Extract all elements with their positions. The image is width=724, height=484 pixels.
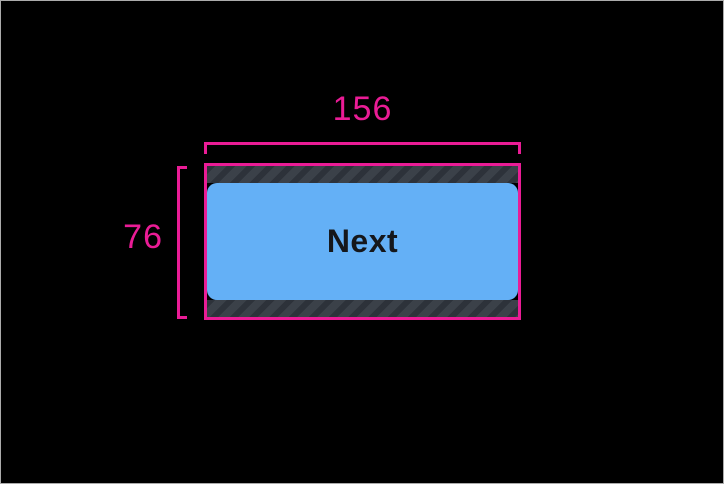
width-dimension-line bbox=[204, 142, 521, 154]
padding-top-hatch bbox=[207, 166, 518, 183]
widget-bounds-outline: Next bbox=[204, 163, 521, 320]
width-dimension-label: 156 bbox=[332, 90, 393, 128]
height-dimension-line bbox=[177, 166, 187, 319]
padding-bottom-hatch bbox=[207, 300, 518, 317]
height-dimension-label: 76 bbox=[123, 218, 163, 256]
next-button[interactable]: Next bbox=[207, 183, 518, 300]
